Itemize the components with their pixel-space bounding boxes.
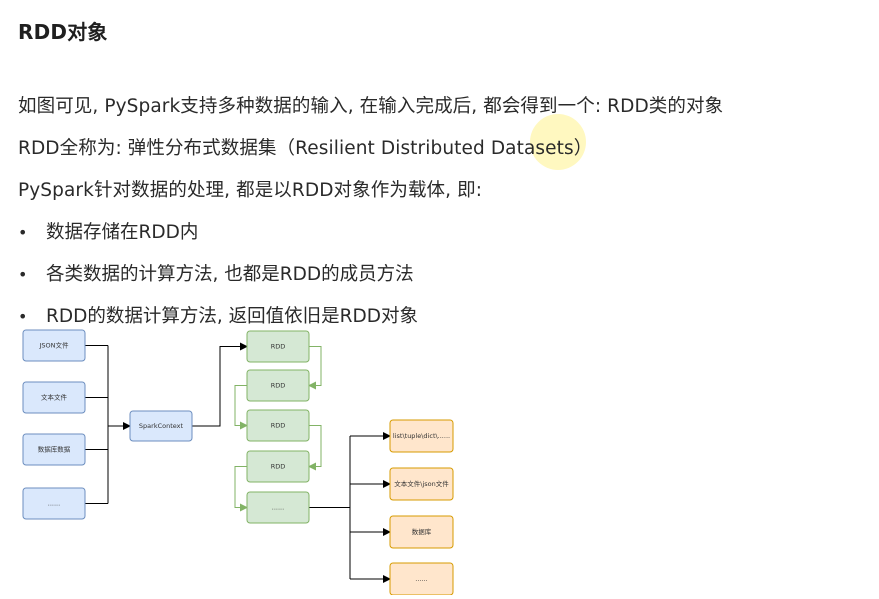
bullet-item-2: • 各类数据的计算方法, 也都是RDD的成员方法 — [18, 260, 414, 286]
source-label: JSON文件 — [38, 341, 69, 350]
rdd-transform-arrow — [308, 425, 322, 471]
rdd-box — [246, 491, 310, 524]
sparkcontext-label: SparkContext — [139, 422, 184, 430]
diagram-canvas: JSON文件文本文件数据库数据......SparkContextRDDRDDR… — [22, 329, 454, 596]
source-box — [22, 487, 86, 520]
rdd-label: ...... — [272, 504, 284, 512]
bullet-dot: • — [18, 265, 28, 284]
bullet-text: RDD的数据计算方法, 返回值依旧是RDD对象 — [46, 306, 418, 327]
output-label: 文本文件\json文件 — [394, 479, 449, 488]
source-label: ...... — [48, 500, 60, 508]
output-box — [389, 419, 454, 453]
rdd-transform-arrow — [234, 385, 248, 430]
output-label: list\tuple\dict\...... — [393, 432, 450, 440]
rdd-transform-arrow — [308, 346, 322, 390]
rdd-label: RDD — [271, 422, 286, 430]
output-box — [389, 515, 454, 549]
output-label: 数据库 — [412, 527, 432, 536]
source-label: 文本文件 — [41, 393, 68, 402]
rdd-box — [246, 369, 310, 402]
source-label: 数据库数据 — [38, 445, 71, 454]
rdd-label: RDD — [271, 382, 286, 390]
source-box — [22, 433, 86, 466]
paragraph-1: 如图可见, PySpark支持多种数据的输入, 在输入完成后, 都会得到一个: … — [18, 96, 724, 117]
rdd-label: RDD — [271, 343, 286, 351]
rdd-box — [246, 450, 310, 483]
to-first-rdd-arrow — [192, 342, 248, 427]
page-title: RDD对象 — [18, 20, 108, 44]
sparkcontext-box — [129, 410, 193, 442]
output-box — [389, 467, 454, 501]
bullet-text: 各类数据的计算方法, 也都是RDD的成员方法 — [46, 264, 414, 285]
rdd-transform-arrow — [234, 466, 248, 512]
output-label: ...... — [415, 575, 427, 583]
rdd-label: RDD — [271, 463, 286, 471]
bullet-text: 数据存储在RDD内 — [46, 222, 199, 243]
rdd-box — [246, 330, 310, 363]
paragraph-3: PySpark针对数据的处理, 都是以RDD对象作为载体, 即: — [18, 180, 483, 201]
source-box — [22, 381, 86, 414]
paragraph-2: RDD全称为: 弹性分布式数据集（Resilient Distributed D… — [18, 138, 593, 159]
bullet-dot: • — [18, 223, 28, 242]
rdd-box — [246, 409, 310, 442]
bullet-item-3: • RDD的数据计算方法, 返回值依旧是RDD对象 — [18, 302, 418, 328]
bullet-dot: • — [18, 307, 28, 326]
source-box — [22, 329, 86, 362]
bullet-item-1: • 数据存储在RDD内 — [18, 218, 198, 244]
